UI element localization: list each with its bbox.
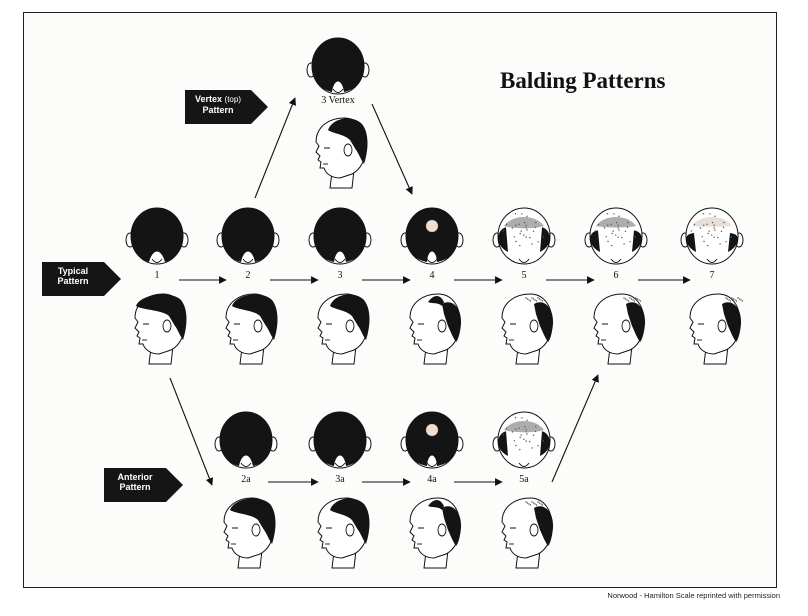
- stage-5-side-head: [501, 293, 554, 365]
- stage-6-top-head: [584, 207, 648, 265]
- stage-label-4a: 4a: [427, 474, 437, 485]
- stage-3a-side-head: [317, 497, 370, 569]
- stage-7-top-head: [680, 207, 744, 265]
- vertex-tag-line2: Pattern: [202, 105, 234, 115]
- stage-1-top-head: [125, 207, 189, 265]
- stage-label-3: 3: [337, 270, 343, 281]
- anterior-tag-line1: Anterior: [117, 472, 153, 482]
- head-illustrations: [125, 37, 744, 569]
- stage-label-3a: 3a: [335, 474, 345, 485]
- stage-4a-top-head: [400, 411, 464, 469]
- stage-6-side-head: [593, 293, 646, 365]
- stage-label-5: 5: [521, 270, 527, 281]
- stage-2-top-head: [216, 207, 280, 265]
- stage-label-6: 6: [613, 270, 619, 281]
- typical-tag-line1: Typical: [57, 266, 89, 276]
- stage-3a-top-head: [308, 411, 372, 469]
- anterior-pattern-tag: Anterior Pattern: [104, 468, 166, 502]
- vertex-tag-line1-small: (top): [224, 95, 241, 104]
- stage-5-top-head: [492, 207, 556, 265]
- stage-3-side-head: [317, 293, 370, 365]
- stage-label-2: 2: [245, 270, 251, 281]
- stage-4-top-head: [400, 207, 464, 265]
- stage-1-side-head: [134, 293, 187, 365]
- stage-vertex-side-head: [315, 117, 368, 189]
- stage-5a-top-head: [492, 411, 556, 469]
- stage-2a-side-head: [223, 497, 276, 569]
- vertex-arrow-in: [254, 97, 297, 199]
- typical-tag-line2: Pattern: [57, 276, 89, 286]
- stage-label-7: 7: [709, 270, 715, 281]
- anterior-arrow-out: [551, 374, 599, 483]
- progression-arrows: [169, 97, 691, 486]
- stage-5a-side-head: [501, 497, 554, 569]
- stage-2-side-head: [225, 293, 278, 365]
- stage-2a-top-head: [214, 411, 278, 469]
- stage-7-side-head: [689, 293, 744, 365]
- stage-4-side-head: [409, 293, 462, 365]
- diagram-title: Balding Patterns: [500, 68, 666, 93]
- stage-vertex-top-head: [306, 37, 370, 95]
- vertex-arrow-out: [371, 103, 413, 195]
- stage-label-vertex: 3 Vertex: [321, 95, 355, 106]
- stage-label-1: 1: [154, 270, 160, 281]
- anterior-tag-line2: Pattern: [119, 482, 151, 492]
- vertex-pattern-tag: Vertex (top) Pattern: [185, 90, 251, 124]
- stage-label-5a: 5a: [519, 474, 529, 485]
- stage-3-top-head: [308, 207, 372, 265]
- stage-label-2a: 2a: [241, 474, 251, 485]
- vertex-tag-line1: Vertex: [195, 94, 223, 104]
- anterior-arrow-in: [169, 377, 214, 486]
- stage-label-4: 4: [429, 270, 435, 281]
- typical-pattern-tag: Typical Pattern: [42, 262, 104, 296]
- credit-line: Norwood - Hamilton Scale reprinted with …: [607, 591, 780, 600]
- stage-4a-side-head: [409, 497, 462, 569]
